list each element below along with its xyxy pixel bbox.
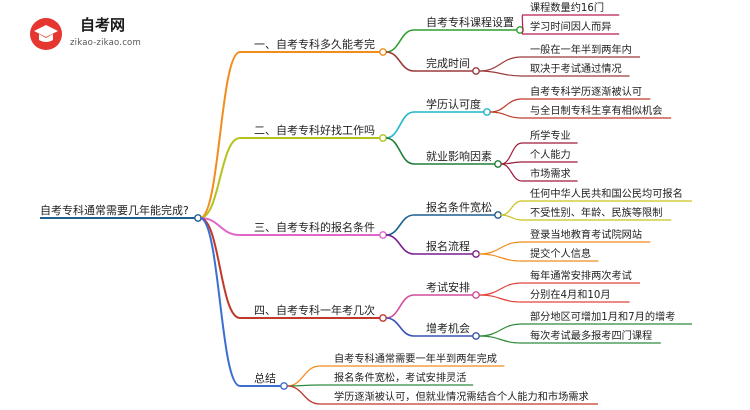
topic-label: 自考专科课程设置	[426, 15, 514, 29]
branch-connector-dot	[379, 134, 387, 142]
branch-connector-dot	[280, 382, 288, 390]
topic-connector	[385, 317, 415, 337]
leaf-label: 取决于考试通过情况	[530, 62, 622, 75]
leaf-connector	[500, 142, 523, 165]
branch-label: 二、自考专科好找工作吗	[254, 123, 375, 137]
branch-label: 一、自考专科多久能考完	[254, 37, 375, 51]
leaf-connector	[478, 241, 523, 255]
topic-connector-dot	[494, 211, 502, 219]
site-logo[interactable]: 自考网 zikao-zikao.com	[28, 14, 178, 50]
topic-label: 考试安排	[426, 280, 470, 294]
leaf-connector	[478, 56, 523, 72]
leaf-label: 学习时间因人而异	[530, 20, 612, 33]
topic-connector-dot	[483, 108, 491, 116]
topic-connector	[385, 29, 415, 53]
leaf-connector	[500, 214, 523, 221]
graduation-cap-icon	[30, 18, 62, 50]
leaf-label: 部分地区可增加1月和7月的增考	[530, 310, 675, 323]
leaf-label: 市场需求	[530, 167, 571, 180]
leaf-connector	[500, 200, 523, 216]
branch-label: 四、自考专科一年考几次	[254, 303, 375, 317]
leaf-connector	[489, 111, 523, 119]
summary-label: 自考专科通常需要一年半到两年完成	[334, 352, 497, 365]
logo-subtitle: zikao-zikao.com	[70, 38, 141, 48]
leaf-label: 一般在一年半到两年内	[530, 43, 632, 56]
leaf-label: 课程数量约16门	[530, 1, 604, 14]
leaf-label: 自考专科学历逐渐被认可	[530, 85, 642, 98]
topic-label: 报名流程	[426, 239, 470, 253]
summary-connector	[286, 385, 321, 405]
leaf-connector	[500, 163, 523, 182]
leaf-connector	[478, 282, 523, 296]
leaf-label: 提交个人信息	[530, 247, 591, 260]
branch-connector-dot	[379, 48, 387, 56]
branch-label: 总结	[254, 371, 276, 385]
topic-connector-dot	[494, 160, 502, 168]
topic-label: 完成时间	[426, 56, 470, 70]
summary-connector	[286, 365, 321, 387]
leaf-connector	[478, 70, 523, 77]
topic-connector	[385, 234, 415, 255]
leaf-label: 每年通常安排两次考试	[530, 269, 632, 282]
branch-connector	[199, 217, 241, 236]
topic-label: 报名条件宽松	[426, 200, 492, 214]
topic-label: 增考机会	[426, 321, 470, 335]
leaf-connector	[478, 323, 523, 337]
leaf-connector	[478, 335, 523, 344]
leaf-label: 所学专业	[530, 129, 571, 142]
topic-connector	[385, 137, 415, 165]
topic-connector	[385, 214, 415, 236]
branch-label: 三、自考专科的报名条件	[254, 220, 375, 234]
leaf-label: 登录当地教育考试院网站	[530, 228, 642, 241]
topic-connector	[385, 294, 415, 319]
leaf-label: 不受性别、年龄、民族等限制	[530, 206, 662, 219]
leaf-label: 每次考试最多报考四门课程	[530, 329, 652, 342]
leaf-connector	[478, 294, 523, 303]
topic-connector-dot	[472, 250, 480, 258]
leaf-label: 分别在4月和10月	[530, 289, 611, 301]
topic-connector	[385, 51, 415, 72]
leaf-connector	[478, 253, 523, 262]
root-node-label: 自考专科通常需要几年能完成?	[40, 203, 189, 217]
logo-title: 自考网	[80, 16, 126, 34]
leaf-label: 与全日制专科生享有相似机会	[530, 104, 662, 117]
summary-label: 学历逐渐被认可，但就业情况需结合个人能力和市场需求	[334, 390, 589, 403]
leaf-label: 个人能力	[530, 148, 571, 161]
topic-label: 学历认可度	[426, 97, 481, 111]
branch-connector-dot	[379, 314, 387, 322]
leaf-label: 任何中华人民共和国公民均可报名	[530, 187, 683, 200]
topic-connector-dot	[472, 67, 480, 75]
branch-connector-dot	[379, 231, 387, 239]
summary-label: 报名条件宽松，考试安排灵活	[334, 371, 466, 384]
topic-label: 就业影响因素	[426, 149, 492, 163]
topic-connector-dot	[472, 332, 480, 340]
branch-connector	[199, 51, 241, 219]
topic-connector-dot	[516, 26, 524, 34]
leaf-connector	[489, 98, 523, 113]
topic-connector-dot	[472, 291, 480, 299]
topic-connector	[385, 111, 415, 139]
branch-connector	[199, 217, 241, 387]
branch-connector	[199, 137, 241, 219]
